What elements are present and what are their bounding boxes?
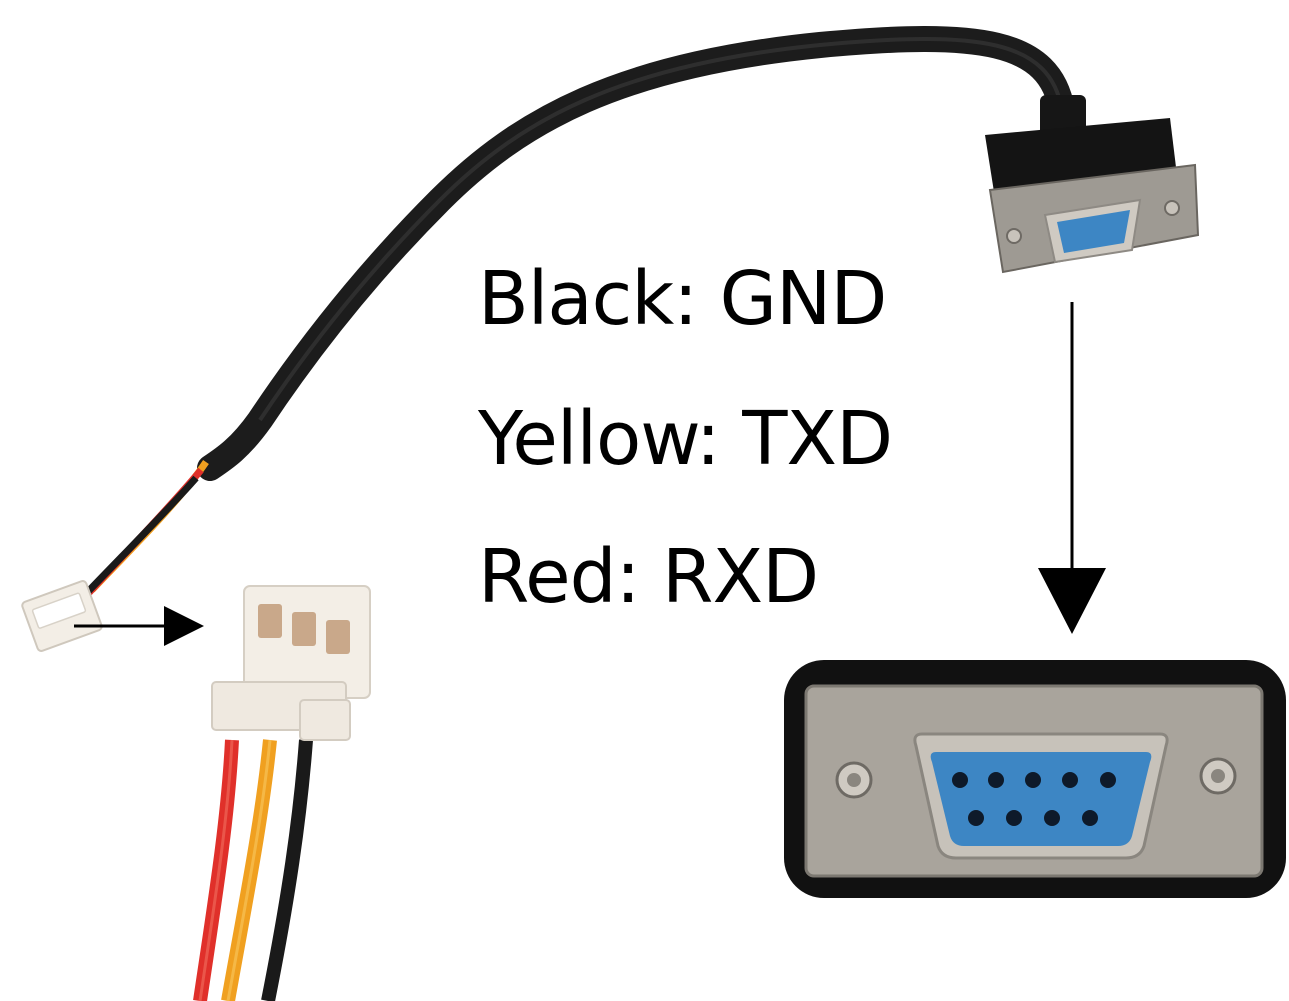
serial-cable: [197, 26, 1075, 481]
pin-label-black: Black: GND: [478, 256, 887, 342]
jst-3pin-connector-icon: [193, 585, 371, 1001]
db9-female-connector-icon: [784, 660, 1286, 898]
pin-label-red: Red: RXD: [478, 534, 819, 620]
pin-label-yellow: Yellow: TXD: [478, 396, 893, 482]
arrow-to-db9-icon: [1038, 302, 1106, 634]
exposed-wires-small-end: [77, 460, 209, 603]
arrow-to-jst-icon: [74, 606, 204, 646]
jst-plug-small-icon: [21, 580, 103, 652]
db9-connector-small-icon: [985, 95, 1200, 274]
